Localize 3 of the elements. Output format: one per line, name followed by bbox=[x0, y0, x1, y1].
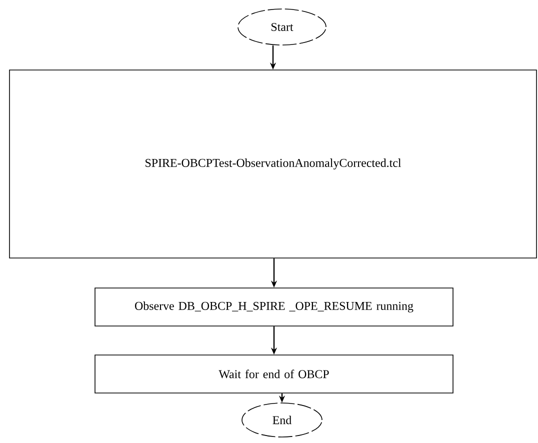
process-box: Wait for end of OBCP bbox=[94, 354, 454, 394]
process-box: SPIRE-OBCPTest-ObservationAnomalyCorrected.tcl bbox=[9, 70, 537, 258]
process-box: Observe DB_OBCP_H_SPIRE _OPE_RESUME running bbox=[94, 288, 454, 326]
